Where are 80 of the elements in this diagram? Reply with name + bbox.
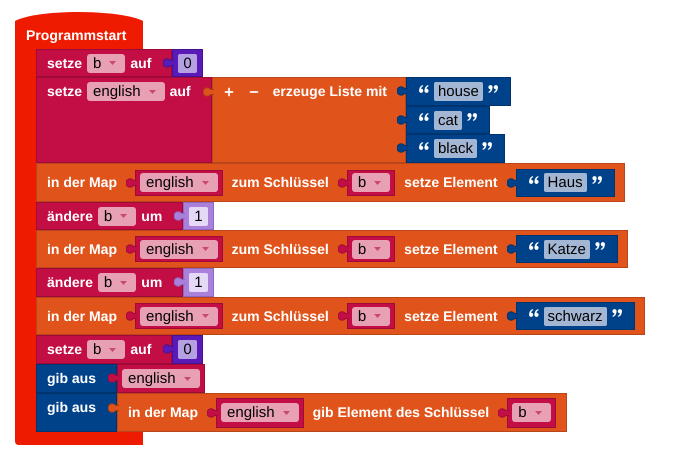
variable-dropdown: english (140, 306, 218, 326)
list-create-block (202, 77, 406, 163)
number-block (163, 49, 203, 77)
block-label: ändere (47, 206, 93, 226)
block-label: auf (130, 340, 152, 359)
block-label: setze (47, 54, 82, 72)
number-field: 1 (189, 273, 208, 292)
block-label: in der Map (47, 306, 118, 326)
text-block (506, 168, 615, 196)
block-label: ändere (47, 273, 93, 292)
variable-dropdown: b (512, 403, 551, 422)
block-label: setze Element (404, 306, 498, 326)
variable-dropdown: b (352, 240, 390, 258)
set-variable-block (36, 49, 172, 77)
variable-block (126, 303, 223, 329)
text-block (506, 235, 618, 263)
set-variable-block (36, 335, 172, 364)
number-field: 0 (178, 54, 197, 72)
map-set-block (36, 230, 628, 268)
text-block (396, 134, 505, 163)
text-field: cat (434, 110, 462, 130)
variable-block (126, 170, 223, 196)
text-field: black (434, 139, 477, 158)
block-label: zum Schlüssel (232, 173, 329, 192)
block-label: gib aus (47, 398, 96, 417)
block-label: setze (47, 82, 82, 101)
block-label: auf (170, 82, 191, 101)
text-block (396, 77, 511, 106)
variable-dropdown: english (87, 82, 165, 101)
variable-block (498, 398, 556, 428)
text-block (506, 302, 635, 330)
text-block (396, 106, 490, 134)
variable-block (338, 303, 396, 329)
block-label: setze Element (404, 173, 498, 192)
block-label: gib aus (47, 369, 96, 388)
variable-dropdown: b (98, 273, 136, 292)
text-field: Haus (544, 173, 587, 192)
variable-block (207, 398, 304, 428)
number-block (174, 268, 214, 297)
block-label: setze Element (404, 240, 498, 258)
variable-dropdown: b (87, 340, 126, 359)
text-field: house (434, 82, 483, 101)
variable-block (108, 364, 205, 393)
map-set-block (36, 163, 625, 202)
number-block (163, 335, 203, 364)
text-field: Katze (544, 240, 590, 258)
variable-block (338, 236, 396, 262)
block-title: Programmstart (26, 26, 128, 44)
map-get-block (108, 393, 567, 432)
variable-block (338, 170, 396, 196)
print-block (36, 364, 118, 393)
block-label: in der Map (47, 173, 118, 192)
number-field: 0 (178, 340, 197, 359)
number-field: 1 (189, 206, 208, 226)
text-field: schwarz (544, 306, 607, 326)
variable-dropdown: english (140, 173, 218, 192)
map-set-block (36, 297, 645, 335)
block-label: gib Element des Schlüssel (312, 403, 490, 422)
block-label: zum Schlüssel (232, 306, 329, 326)
change-variable-block (36, 202, 184, 230)
variable-block (126, 236, 223, 262)
print-block (36, 393, 118, 432)
block-label: in der Map (47, 240, 118, 258)
change-variable-block (36, 268, 184, 297)
block-label: setze (47, 340, 82, 359)
number-block (174, 202, 214, 230)
variable-dropdown: b (87, 54, 126, 72)
variable-dropdown: b (352, 306, 390, 326)
variable-dropdown: english (122, 369, 200, 388)
variable-dropdown: english (221, 403, 299, 422)
block-label: um (141, 273, 162, 292)
block-label: in der Map (128, 403, 198, 422)
set-variable-block (36, 77, 212, 163)
block-label: um (141, 206, 162, 226)
block-label: auf (130, 54, 152, 72)
variable-dropdown: b (352, 173, 390, 192)
variable-dropdown: english (140, 240, 218, 258)
block-label: erzeuge Liste mit (272, 82, 387, 101)
variable-dropdown: b (98, 206, 136, 226)
block-label: zum Schlüssel (232, 240, 329, 258)
